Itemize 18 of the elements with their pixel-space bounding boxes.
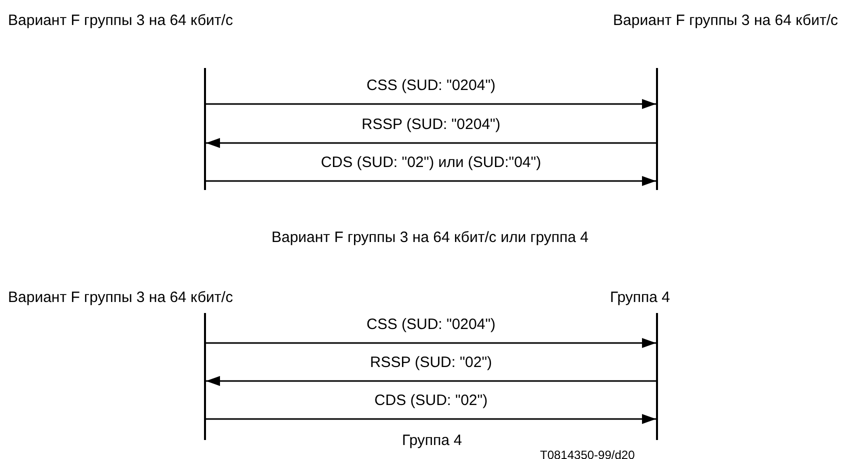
message-label: CSS (SUD: "0204") [364, 316, 498, 334]
lifeline-header: Вариант F группы 3 на 64 кбит/с [613, 12, 838, 30]
message-label: CSS (SUD: "0204") [364, 77, 498, 95]
message-label: CDS (SUD: "02") или (SUD:"04") [318, 154, 544, 172]
caption-text: Вариант F группы 3 на 64 кбит/с или группа 4 [271, 229, 589, 247]
message-arrow [206, 414, 656, 424]
message-arrow [206, 138, 656, 148]
lifeline-header: Вариант F группы 3 на 64 кбит/с [8, 289, 233, 307]
figure-code: T0814350-99/d20 [540, 447, 635, 459]
message-arrow [206, 376, 656, 386]
message-arrow [206, 176, 656, 186]
message-label: RSSP (SUD: "0204") [360, 116, 502, 134]
lifeline-header: Группа 4 [610, 289, 670, 307]
lifeline-footer: Группа 4 [402, 432, 462, 450]
message-arrow [206, 338, 656, 348]
message-arrow [206, 99, 656, 109]
message-label: CDS (SUD: "02") [372, 392, 490, 410]
lifeline-header: Вариант F группы 3 на 64 кбит/с [8, 12, 233, 30]
